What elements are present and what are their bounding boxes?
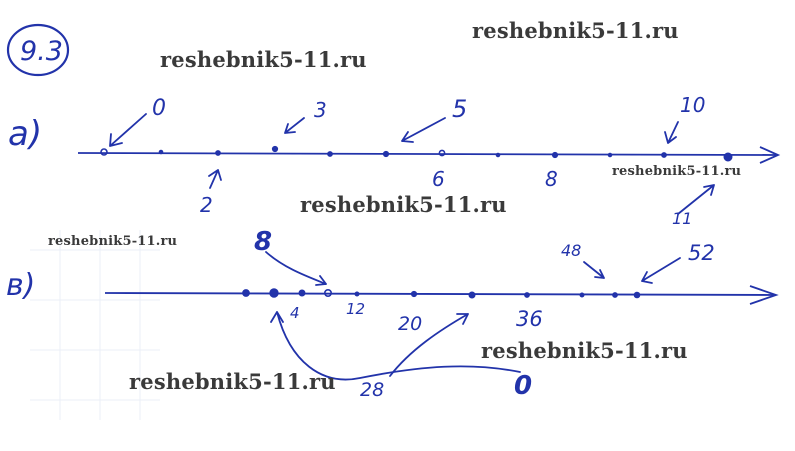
- label-a-6: 6: [432, 167, 445, 191]
- point-a-11: [723, 152, 733, 162]
- point-a-5: [382, 150, 390, 158]
- point-a-4: [327, 151, 333, 157]
- arrow-a-11: [677, 184, 715, 215]
- label-b-36: 36: [516, 307, 543, 331]
- arrow-a-10: [664, 121, 679, 144]
- label-b-4: 4: [290, 304, 300, 322]
- problem-number: 9.3: [20, 36, 63, 67]
- label-b-0: 0: [514, 371, 532, 401]
- arrow-a-5: [401, 117, 446, 143]
- arrow-b-8: [265, 251, 327, 286]
- point-b-12: [323, 288, 332, 297]
- label-b-20: 20: [398, 313, 422, 335]
- part-a-number-line: [77, 146, 781, 164]
- grid-paper: [30, 230, 160, 420]
- label-b-28: 28: [360, 379, 384, 401]
- point-b-28: [468, 291, 476, 299]
- arrow-a-3: [284, 117, 305, 134]
- part-b-points: [242, 288, 641, 299]
- point-b-8: [298, 289, 306, 297]
- arrow-b-48: [583, 261, 605, 279]
- label-b-8: 8: [254, 227, 272, 257]
- point-a-2: [215, 150, 221, 156]
- label-a-8: 8: [545, 167, 558, 191]
- watermark-2: reshebnik5-11.ru: [160, 47, 367, 72]
- point-a-7: [495, 152, 501, 158]
- arrow-a-2: [208, 169, 222, 189]
- point-a-6: [438, 149, 446, 157]
- watermark-7: reshebnik5-11.ru: [129, 369, 336, 394]
- point-a-3: [271, 145, 279, 153]
- label-b-12: 12: [346, 300, 365, 318]
- watermark-5: reshebnik5-11.ru: [48, 234, 178, 249]
- arrow-b-28: [389, 313, 469, 377]
- part-a-arrows: [109, 113, 715, 215]
- label-a-0: 0: [152, 96, 166, 121]
- arrow-a-0: [109, 113, 147, 147]
- label-a-10: 10: [680, 93, 705, 117]
- label-a-11: 11: [672, 209, 692, 228]
- part-b-number-line: [104, 285, 779, 305]
- point-b-0: [242, 289, 250, 297]
- arrow-b-52: [641, 257, 681, 284]
- point-b-16: [354, 291, 360, 297]
- label-b-52: 52: [688, 241, 715, 265]
- problem-number-circle: [6, 23, 70, 77]
- point-a-8: [551, 151, 559, 159]
- part-a-labels: 0 2 3 5 6 8 10 11: [152, 93, 705, 228]
- watermark-3: reshebnik5-11.ru: [612, 164, 742, 179]
- point-a-9: [607, 152, 613, 158]
- label-a-3: 3: [314, 98, 327, 122]
- part-b-arrows: [265, 251, 681, 381]
- watermark-1: reshebnik5-11.ru: [472, 18, 679, 43]
- point-b-4: [269, 288, 279, 298]
- point-a-10: [661, 152, 667, 158]
- part-a-points: [100, 145, 733, 162]
- point-b-20: [410, 290, 418, 298]
- part-a-label: a): [8, 114, 42, 154]
- watermark-4: reshebnik5-11.ru: [300, 192, 507, 217]
- label-a-2: 2: [200, 193, 213, 217]
- point-a-1: [158, 149, 164, 155]
- label-a-5: 5: [452, 95, 467, 123]
- point-b-52: [633, 291, 641, 299]
- part-b-labels: 8 4 12 20 28 36 48 52 0: [254, 227, 715, 401]
- point-b-48: [612, 292, 618, 298]
- part-b-label: в): [6, 268, 35, 303]
- watermark-6: reshebnik5-11.ru: [481, 338, 688, 363]
- point-b-44: [579, 292, 585, 298]
- point-b-36: [524, 292, 530, 298]
- point-a-0: [100, 148, 108, 156]
- arrow-b-0-left: [270, 311, 521, 381]
- label-b-48: 48: [561, 241, 581, 260]
